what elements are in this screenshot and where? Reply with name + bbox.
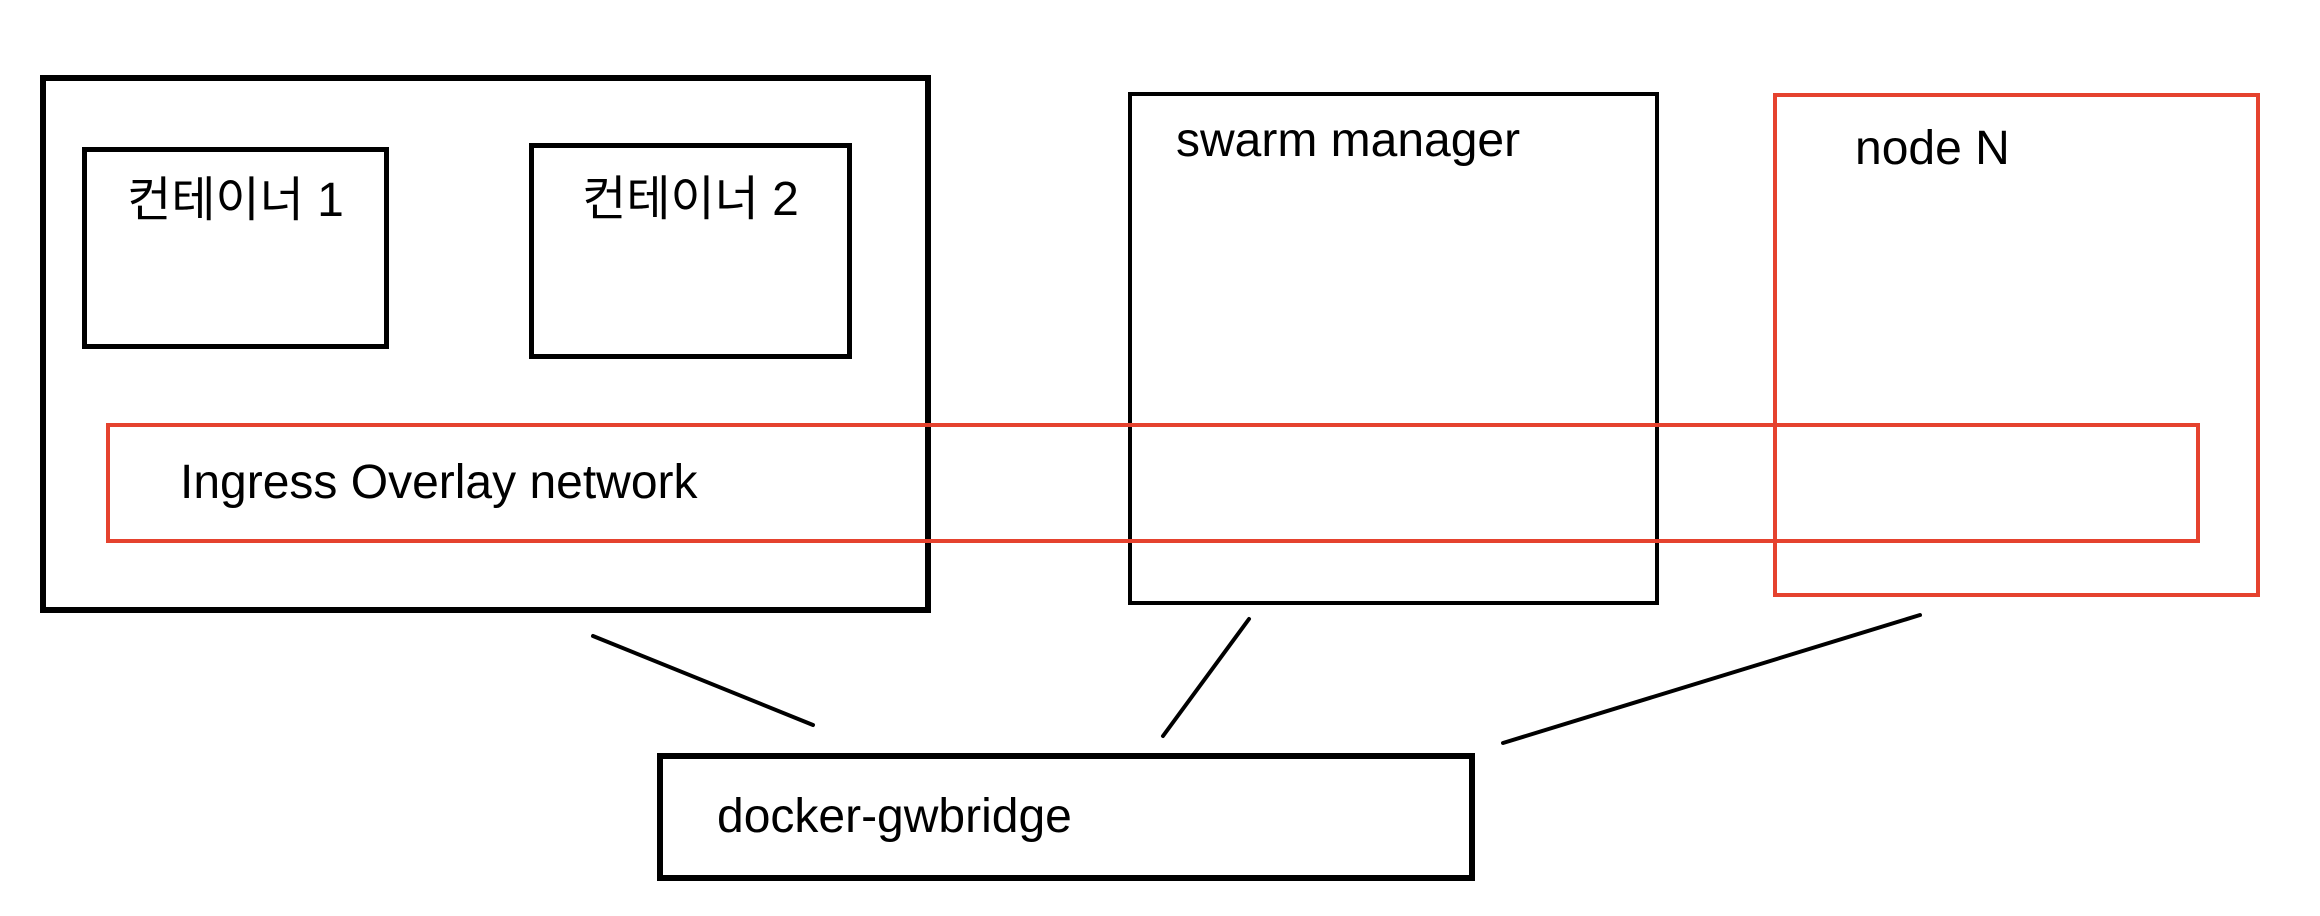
swarm-manager-box: swarm manager — [1128, 92, 1659, 605]
connector-line-noden-gwbridge — [1501, 613, 1922, 745]
container-1-box: 컨테이너 1 — [82, 147, 389, 349]
container-2-label: 컨테이너 2 — [582, 173, 799, 226]
container-2-box: 컨테이너 2 — [529, 143, 852, 359]
docker-gwbridge-label: docker-gwbridge — [717, 790, 1072, 844]
ingress-overlay-label: Ingress Overlay network — [180, 456, 698, 510]
docker-gwbridge-box: docker-gwbridge — [657, 753, 1475, 881]
worker-host-box — [40, 75, 931, 613]
connector-line-swarm-gwbridge — [1161, 617, 1251, 738]
node-n-label: node N — [1855, 122, 2010, 175]
node-n-box: node N — [1773, 93, 2260, 597]
ingress-overlay-box: Ingress Overlay network — [106, 423, 2200, 543]
connector-line-host-gwbridge — [591, 634, 815, 727]
container-1-label: 컨테이너 1 — [127, 174, 344, 227]
swarm-manager-label: swarm manager — [1176, 114, 1521, 167]
